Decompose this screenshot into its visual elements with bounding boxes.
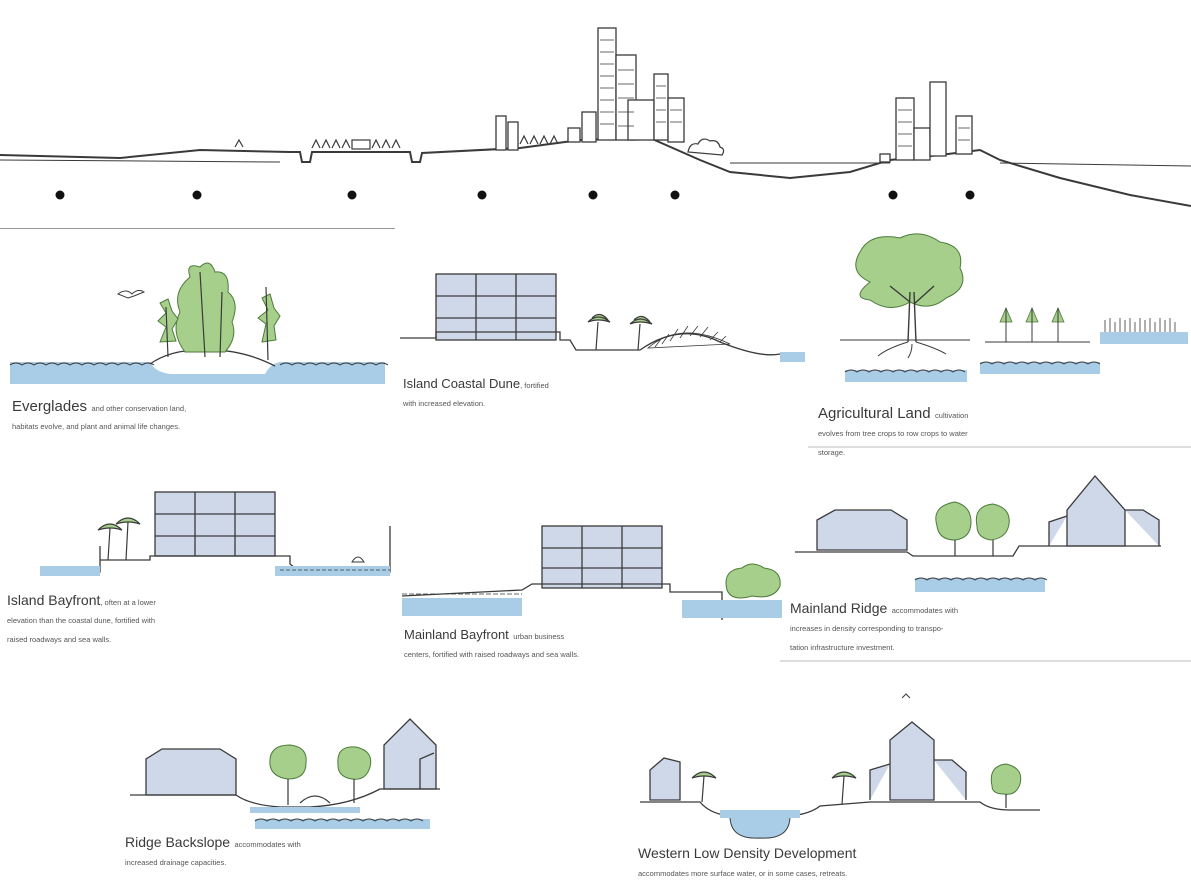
- roof-icons-1: [234, 138, 244, 148]
- divider-right-2: [780, 660, 1191, 662]
- section-title: Mainland Ridge: [790, 600, 888, 616]
- skyline-center: [495, 27, 685, 151]
- section-desc-3: tation infrastructure investment.: [790, 642, 895, 652]
- ridge-backslope-illustration: [130, 718, 440, 829]
- section-desc: , often at a lower: [100, 598, 156, 607]
- island-bayfront-illustration: [40, 491, 391, 576]
- section-desc-3: raised roadways and sea walls.: [7, 634, 112, 644]
- caption-agricultural: Agricultural Land cultivation evolves fr…: [818, 405, 1188, 460]
- section-title: Everglades: [12, 398, 88, 415]
- cross-section-profile: [0, 27, 1191, 207]
- section-desc-2: accommodates more surface water, or in s…: [638, 869, 848, 879]
- skyline-right: [879, 81, 973, 163]
- section-desc-2: elevation than the coastal dune, fortifi…: [7, 616, 156, 626]
- section-desc: cultivation: [935, 411, 969, 420]
- agricultural-illustration: [840, 233, 1188, 382]
- caption-everglades: Everglades and other conservation land, …: [12, 398, 392, 435]
- section-desc-2: increased drainage capacities.: [125, 858, 227, 868]
- section-desc-2: centers, fortified with raised roadways …: [404, 650, 580, 660]
- caption-island-bayfront: Island Bayfront, often at a lower elevat…: [7, 592, 397, 647]
- caption-mainland-ridge: Mainland Ridge accommodates with increas…: [790, 600, 1190, 655]
- western-low-density-illustration: [640, 693, 1040, 839]
- caption-mainland-bayfront: Mainland Bayfront urban business centers…: [404, 626, 784, 663]
- bush: [687, 138, 725, 156]
- section-desc-2: habitats evolve, and plant and animal li…: [12, 422, 181, 432]
- section-title: Island Bayfront: [7, 592, 101, 608]
- section-title: Ridge Backslope: [125, 834, 231, 850]
- location-dots: [55, 190, 975, 200]
- mainland-bayfront-illustration: [402, 525, 782, 620]
- section-desc-2: with increased elevation.: [403, 399, 486, 409]
- section-desc-2: increases in density corresponding to tr…: [790, 624, 944, 634]
- coastal-dune-illustration: [400, 273, 805, 362]
- divider-right: [808, 446, 1191, 448]
- section-desc: , fortified: [520, 381, 549, 390]
- section-desc: and other conservation land,: [91, 404, 187, 413]
- section-title: Agricultural Land: [818, 405, 931, 422]
- caption-coastal-dune: Island Coastal Dune, fortified with incr…: [403, 375, 803, 412]
- mainland-ridge-illustration: [795, 474, 1161, 592]
- divider-top: [0, 228, 395, 229]
- palm-trees: [587, 313, 653, 351]
- section-desc-2: evolves from tree crops to row crops to …: [818, 429, 968, 439]
- everglades-illustration: [9, 262, 389, 384]
- section-desc-3: storage.: [818, 447, 846, 457]
- section-title: Island Coastal Dune: [403, 376, 521, 391]
- section-desc: accommodates with: [234, 840, 301, 849]
- roof-icons-2: [311, 138, 401, 149]
- section-desc: accommodates with: [891, 606, 959, 615]
- caption-ridge-backslope: Ridge Backslope accommodates with increa…: [125, 834, 445, 871]
- section-title: Western Low Density Development: [638, 845, 857, 861]
- section-desc: urban business: [513, 632, 565, 641]
- section-title: Mainland Bayfront: [404, 627, 509, 642]
- caption-western-low-density: Western Low Density Development accommod…: [638, 845, 1038, 882]
- bird-icon: [116, 289, 146, 299]
